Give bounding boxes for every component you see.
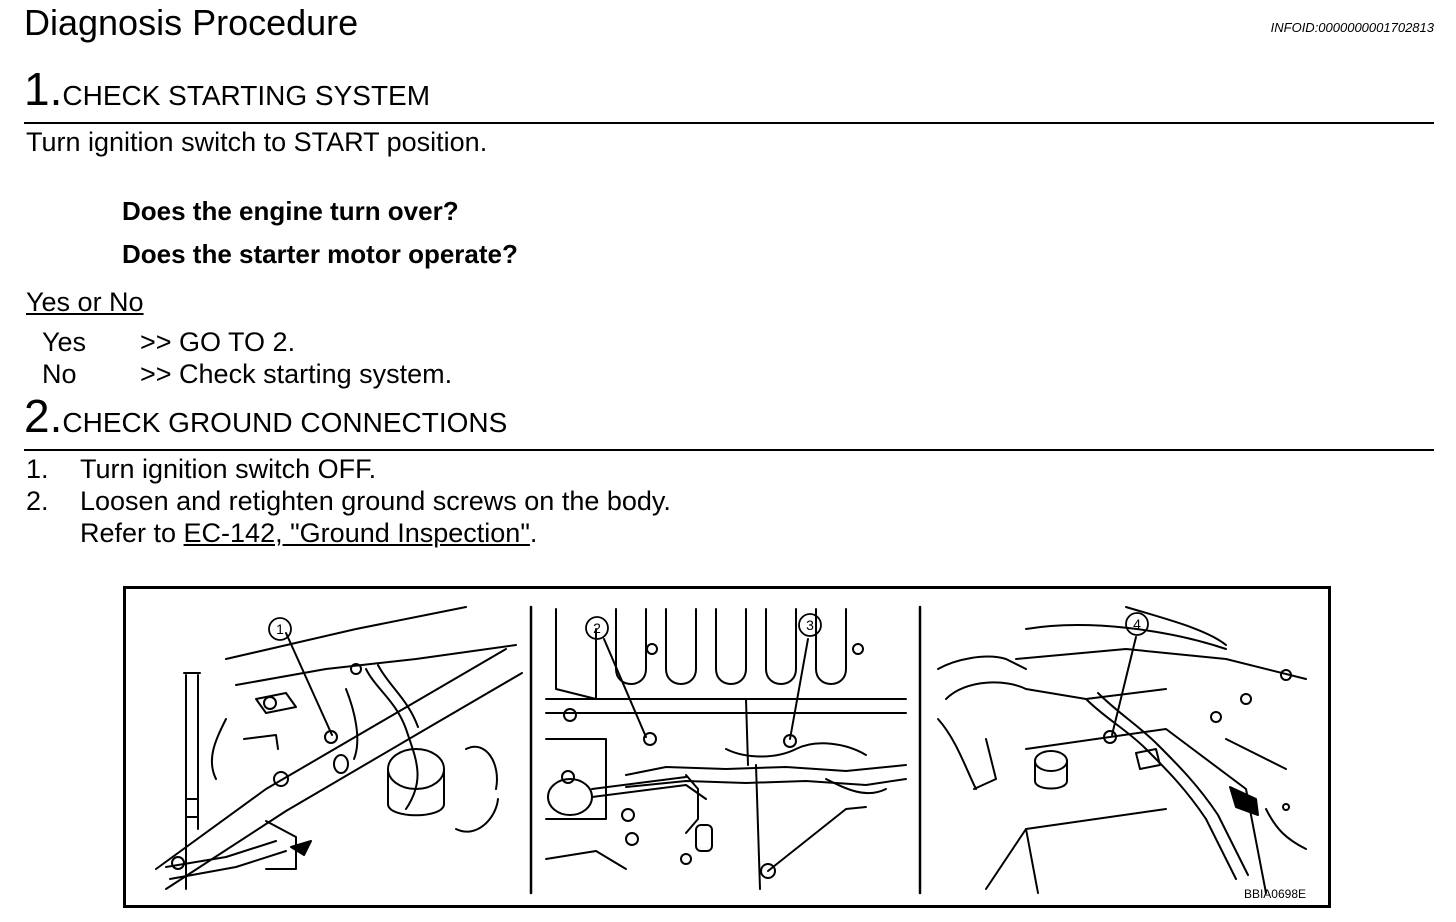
question-1: Does the engine turn over?: [122, 196, 459, 226]
info-id: INFOID:0000000001702813: [1270, 20, 1434, 35]
refer-prefix: Refer to: [80, 518, 184, 548]
callout-4-circle: [1125, 612, 1149, 636]
divider: [24, 122, 1434, 124]
callout-1-label: 1: [276, 621, 284, 637]
refer-line: Refer to EC-142, "Ground Inspection".: [80, 518, 537, 549]
callout-3-label: 3: [806, 617, 814, 633]
callout-4-label: 4: [1133, 616, 1141, 632]
divider: [24, 449, 1434, 451]
callout-3-circle: [798, 613, 822, 637]
figure-id: BBIA0698E: [1243, 887, 1306, 901]
step-number: 1.: [24, 63, 63, 115]
step-title: CHECK STARTING SYSTEM: [62, 80, 431, 111]
step-2-heading: 2.CHECK GROUND CONNECTIONS: [24, 389, 507, 443]
list-item-number: 2.: [26, 486, 49, 516]
callout-1-circle: [268, 617, 292, 641]
step-1-heading: 1.CHECK STARTING SYSTEM: [24, 62, 430, 116]
list-item-text: Loosen and retighten ground screws on th…: [80, 486, 671, 516]
panel-1-sketch: [155, 606, 523, 890]
answer-yes-key: Yes: [42, 327, 87, 357]
list-item-text: Turn ignition switch OFF.: [80, 454, 377, 484]
step-title: CHECK GROUND CONNECTIONS: [62, 407, 508, 438]
question-2: Does the starter motor operate?: [122, 239, 518, 269]
page-title: Diagnosis Procedure: [24, 2, 359, 43]
callout-2-circle: [585, 616, 609, 640]
ground-locations-figure: 1 2 3 4 BBIA0698E: [123, 586, 1331, 908]
answer-no-action: >> Check starting system.: [140, 359, 453, 389]
instruction-text: Turn ignition switch to START position.: [26, 127, 488, 157]
refer-suffix: .: [529, 518, 538, 548]
panel-2-sketch: [545, 608, 907, 890]
list-item-number: 1.: [26, 454, 49, 484]
answer-label: Yes or No: [26, 287, 144, 317]
answer-no-key: No: [42, 359, 77, 389]
engine-bay-illustration: 1 2 3 4: [155, 605, 1307, 895]
reference-link[interactable]: EC-142, "Ground Inspection": [183, 518, 530, 548]
callout-2-label: 2: [593, 620, 601, 636]
step-number: 2.: [24, 390, 63, 442]
answer-yes-action: >> GO TO 2.: [140, 327, 296, 357]
panel-3-sketch: [937, 606, 1307, 894]
